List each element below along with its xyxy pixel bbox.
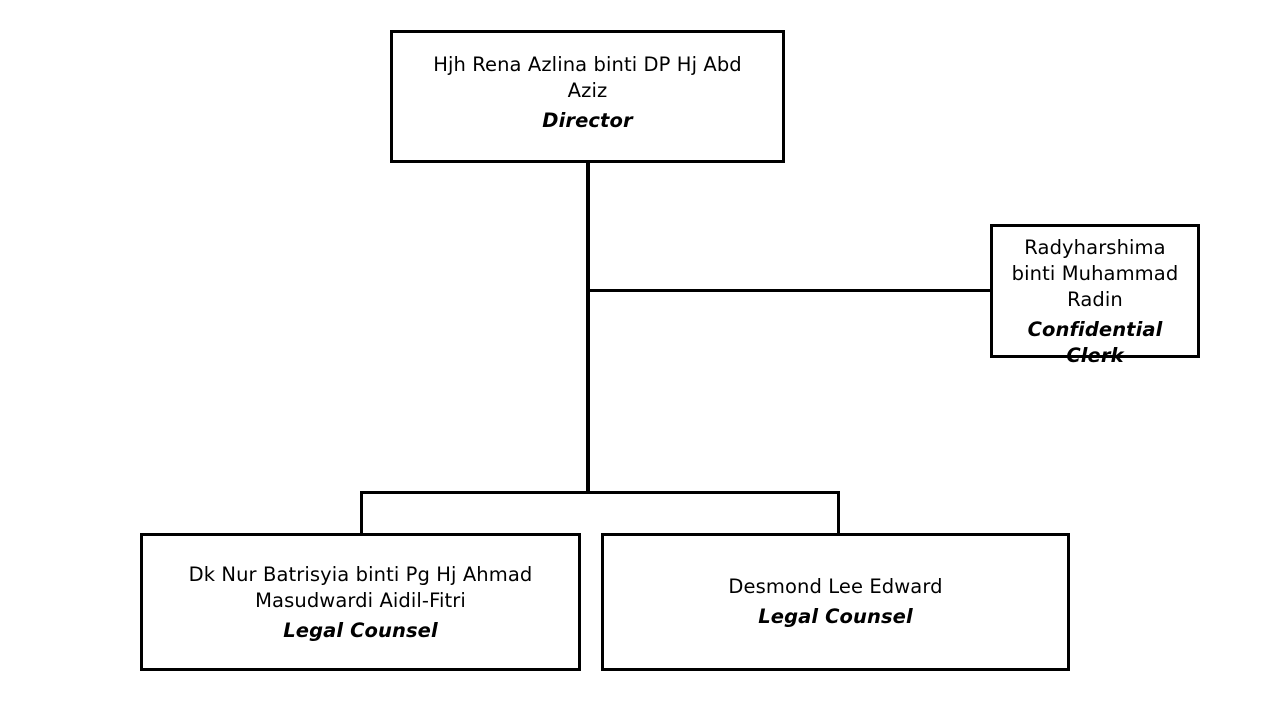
org-node-director-name: Hjh Rena Azlina binti DP Hj Abd Aziz [433, 53, 742, 102]
org-node-confidential-clerk[interactable]: Radyharshima binti Muhammad Radin Confid… [990, 224, 1200, 367]
org-node-director[interactable]: Hjh Rena Azlina binti DP Hj Abd Aziz Dir… [390, 30, 785, 163]
org-node-legal-counsel-left[interactable]: Dk Nur Batrisyia binti Pg Hj Ahmad Masud… [140, 533, 581, 671]
org-node-legal-counsel-right-name: Desmond Lee Edward [728, 575, 943, 598]
org-node-confidential-clerk-content: Radyharshima binti Muhammad Radin Confid… [993, 227, 1197, 369]
connector-director-trunk [586, 162, 590, 494]
org-node-legal-counsel-right-content: Desmond Lee Edward Legal Counsel [604, 536, 1067, 630]
org-node-director-content: Hjh Rena Azlina binti DP Hj Abd Aziz Dir… [393, 33, 782, 134]
org-node-legal-counsel-left-name: Dk Nur Batrisyia binti Pg Hj Ahmad Masud… [188, 563, 533, 612]
connector-sibling-bar [360, 491, 840, 494]
org-node-legal-counsel-left-title: Legal Counsel [283, 618, 438, 642]
org-node-legal-counsel-right-title: Legal Counsel [758, 604, 913, 628]
connector-branch-to-clerk [586, 289, 992, 292]
org-node-confidential-clerk-title: Confidential Clerk [1027, 317, 1163, 367]
org-node-confidential-clerk-name: Radyharshima binti Muhammad Radin [1011, 236, 1179, 311]
connector-drop-counsel-left [360, 491, 363, 534]
org-node-legal-counsel-left-content: Dk Nur Batrisyia binti Pg Hj Ahmad Masud… [143, 536, 578, 644]
connector-drop-counsel-right [837, 491, 840, 534]
org-node-legal-counsel-right[interactable]: Desmond Lee Edward Legal Counsel [601, 533, 1070, 671]
org-node-director-title: Director [542, 108, 633, 132]
